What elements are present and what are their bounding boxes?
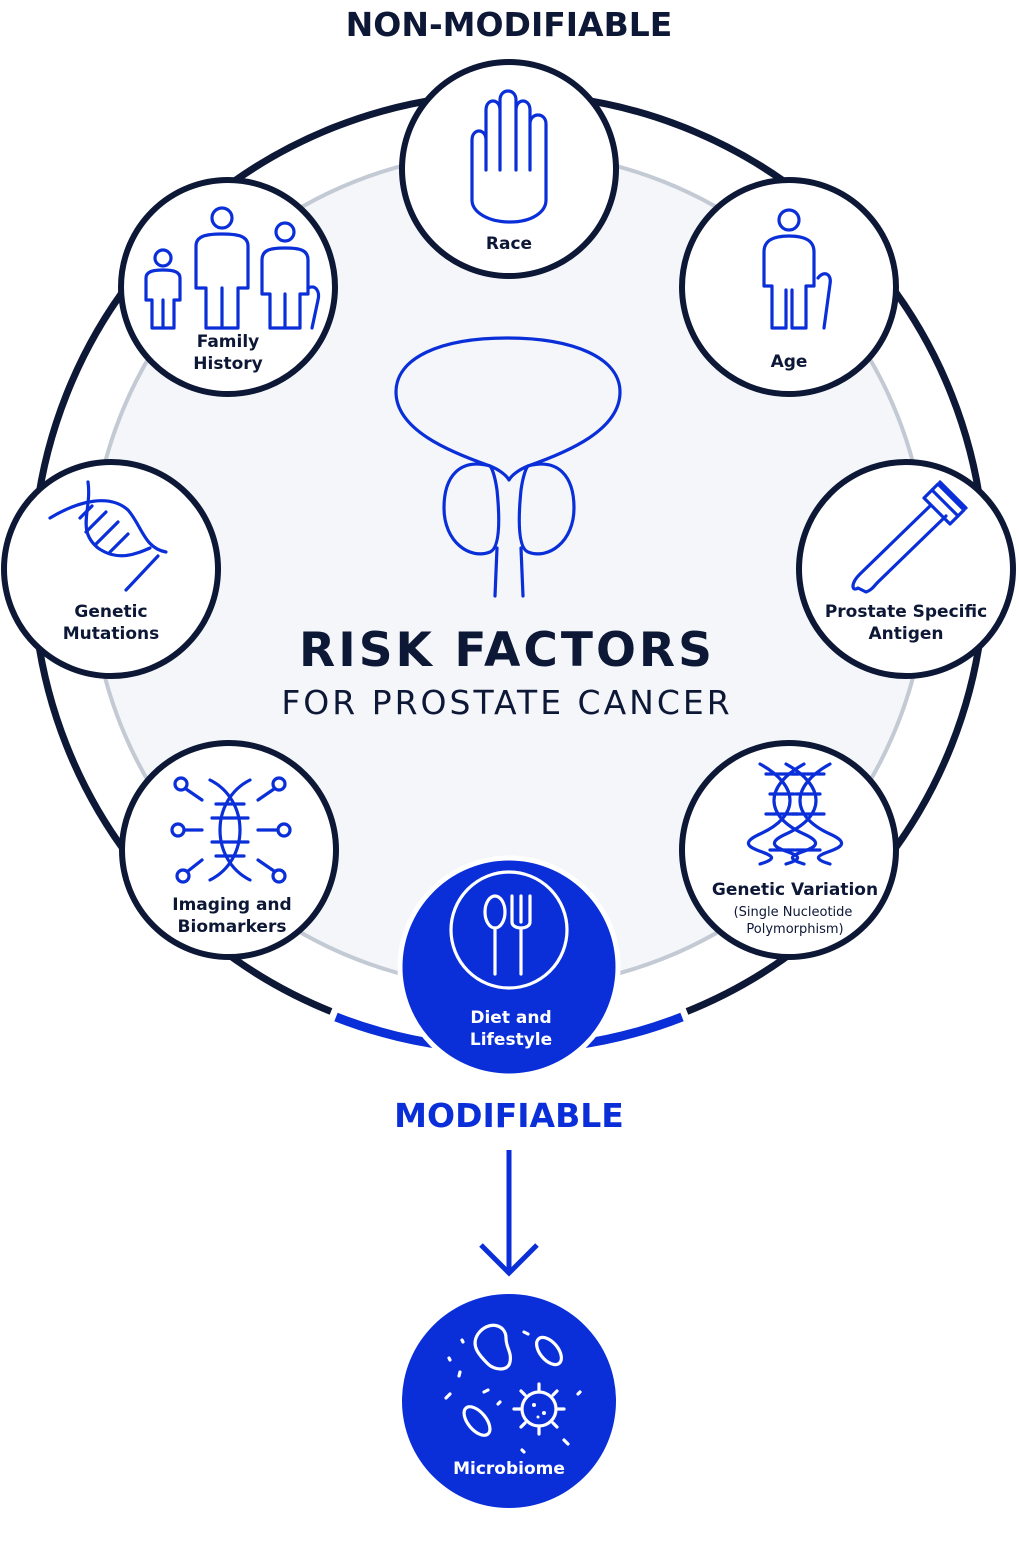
center-title: RISK FACTORS [299,623,715,678]
factor-race: Race [399,59,619,279]
dna-network-icon [170,776,292,884]
factor-family-history: Family History [118,177,338,397]
factor-genetic-variation: Genetic Variation (Single Nucleotide Pol… [679,740,899,960]
dna-mutation-icon [48,480,168,592]
factor-family-history-label-1: Family [197,332,260,352]
factor-family-history-label-2: History [193,354,262,374]
cutlery-icon [449,870,569,990]
hand-icon [470,89,548,224]
non-modifiable-heading: NON-MODIFIABLE [346,5,673,44]
factor-genetic-variation-label-1: Genetic Variation [712,880,878,900]
factor-psa: Prostate Specific Antigen [796,459,1016,679]
prostate-icon [394,336,622,598]
factor-age-label: Age [771,352,808,372]
factor-imaging: Imaging and Biomarkers [119,740,339,960]
factor-genetic-mutations-label-1: Genetic [74,602,147,622]
factor-microbiome: Microbiome [402,1294,616,1508]
modifiable-heading: MODIFIABLE [394,1096,624,1135]
center-subtitle: FOR PROSTATE CANCER [281,683,732,722]
factor-genetic-variation-label-2: (Single Nucleotide [734,905,853,920]
double-dna-icon [746,762,844,866]
factor-race-label: Race [486,234,532,254]
factor-microbiome-label: Microbiome [453,1459,565,1479]
factor-imaging-circle [119,740,339,960]
factor-race-circle [399,59,619,279]
factor-genetic-variation-label-3: Polymorphism) [746,922,843,937]
factor-age: Age [679,177,899,397]
factor-family-history-circle [118,177,338,397]
factor-diet-label-2: Lifestyle [470,1030,552,1050]
down-arrow-icon [479,1150,539,1277]
family-icon [144,206,321,330]
bacteria-icon [444,1323,582,1454]
test-tube-icon [851,480,968,594]
factor-genetic-mutations-label-2: Mutations [63,624,159,644]
factor-microbiome-circle [402,1294,616,1508]
factor-imaging-label-2: Biomarkers [178,917,287,937]
elderly-person-icon [762,208,832,330]
factor-genetic-mutations: Genetic Mutations [1,459,221,679]
factor-diet-label-1: Diet and [470,1008,551,1028]
factor-diet: Diet and Lifestyle [397,855,621,1079]
factor-imaging-label-1: Imaging and [172,895,291,915]
factor-psa-label-2: Antigen [868,624,943,644]
factor-psa-label-1: Prostate Specific [825,602,987,622]
factor-age-circle [679,177,899,397]
